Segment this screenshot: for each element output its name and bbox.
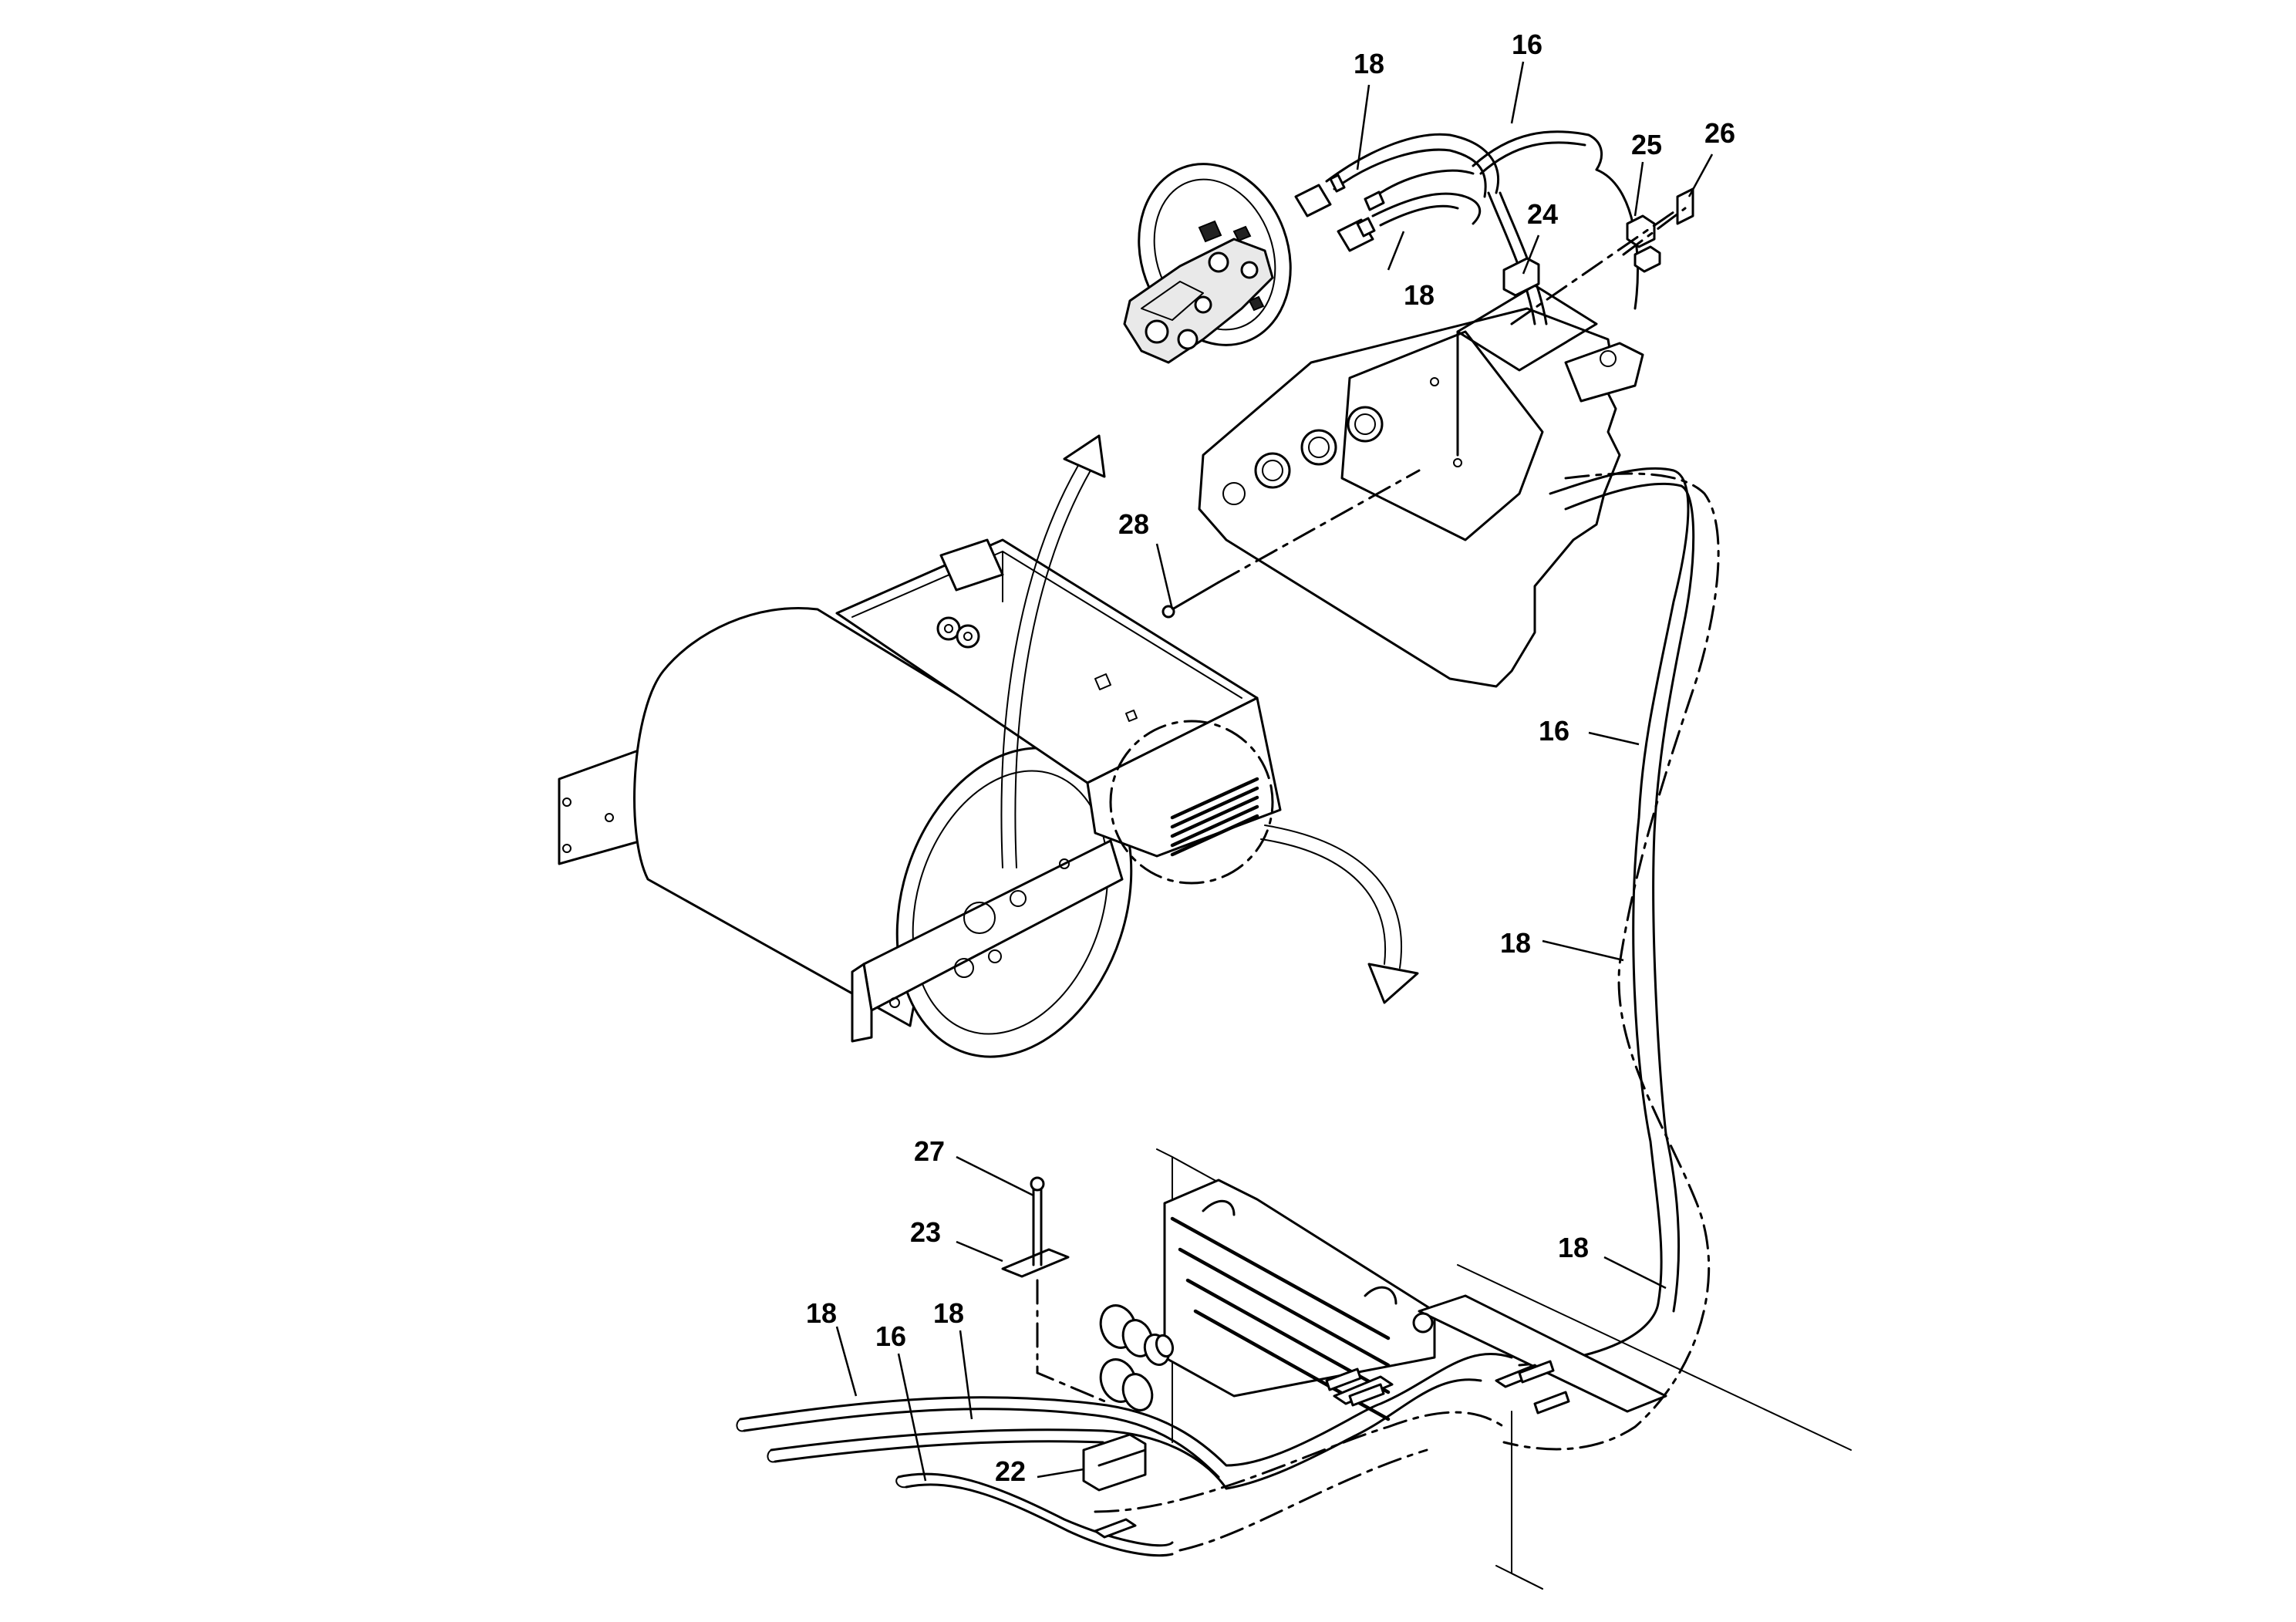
callout-24: 24 — [1527, 198, 1558, 230]
clamp-parts — [1502, 187, 1694, 325]
bolt-28 — [1161, 469, 1421, 619]
drum-assembly — [558, 538, 1282, 1058]
motor-mount-frame — [1198, 284, 1644, 688]
detail-arrow-down — [1260, 824, 1419, 1004]
vent-slots — [1170, 777, 1259, 857]
long-hoses — [1502, 467, 1720, 1451]
callout-25: 25 — [1631, 129, 1662, 160]
fittings — [1099, 1304, 1175, 1411]
callout-27: 27 — [914, 1135, 945, 1167]
callout-22: 22 — [995, 1455, 1026, 1487]
callout-labels: 16 18 25 26 24 18 28 16 18 27 23 18 18 1… — [806, 29, 1735, 1487]
lower-chassis — [1099, 1148, 1852, 1590]
callout-28: 28 — [1118, 508, 1149, 540]
detail-arrow-up — [1000, 434, 1106, 868]
callout-23: 23 — [910, 1216, 941, 1248]
callout-16-top: 16 — [1512, 29, 1542, 60]
callout-18-mid: 18 — [1500, 927, 1531, 959]
hydraulic-motor — [1123, 163, 1292, 364]
callout-18-top: 18 — [1354, 48, 1384, 79]
callout-16-mid: 16 — [1539, 715, 1569, 747]
lower-clamp-parts — [1001, 1176, 1147, 1539]
callout-18-motor: 18 — [1404, 279, 1435, 311]
callout-18-lower-b: 18 — [933, 1297, 964, 1329]
lower-hoses — [736, 1353, 1570, 1557]
callout-26: 26 — [1704, 117, 1735, 149]
callout-18-right: 18 — [1558, 1232, 1589, 1263]
detail-circle — [1109, 720, 1274, 885]
motor-hoses — [1294, 130, 1639, 325]
callout-16-lower: 16 — [875, 1320, 906, 1352]
callout-18-lower-a: 18 — [806, 1297, 837, 1329]
